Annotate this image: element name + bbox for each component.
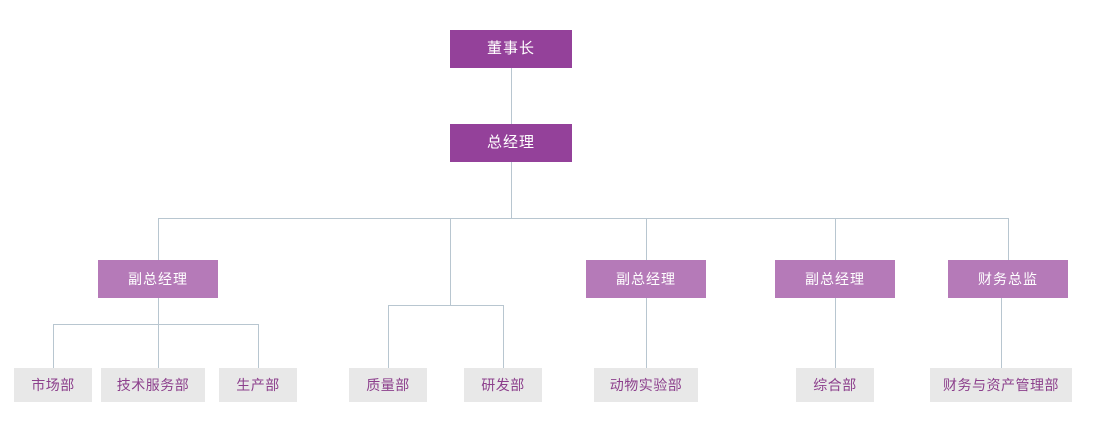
node-cfo[interactable]: 财务总监 (948, 260, 1068, 298)
connector-vp3-to-general-affairs (835, 298, 836, 368)
connector-vp2-to-animal-lab (646, 298, 647, 368)
node-dept-finance-asset[interactable]: 财务与资产管理部 (930, 368, 1072, 402)
node-vp-3[interactable]: 副总经理 (775, 260, 895, 298)
connector-vp1-to-production (258, 324, 259, 368)
connector-bus-to-middle-branch (450, 218, 451, 305)
node-dept-animal-lab[interactable]: 动物实验部 (594, 368, 698, 402)
node-vp-1[interactable]: 副总经理 (98, 260, 218, 298)
connector-chairman-to-gm (511, 68, 512, 124)
connector-bus-to-vp1 (158, 218, 159, 260)
connector-bus-to-cfo (1008, 218, 1009, 260)
connector-bus-to-vp2 (646, 218, 647, 260)
connector-vp1-to-market (53, 324, 54, 368)
node-dept-market[interactable]: 市场部 (14, 368, 92, 402)
node-vp-2[interactable]: 副总经理 (586, 260, 706, 298)
connector-level3-bus (158, 218, 1009, 219)
connector-cfo-to-finance-asset (1001, 298, 1002, 368)
connector-gm-stem (511, 162, 512, 218)
node-dept-rd[interactable]: 研发部 (464, 368, 542, 402)
connector-vp1-bus (53, 324, 259, 325)
node-general-manager[interactable]: 总经理 (450, 124, 572, 162)
connector-middle-to-rd (503, 305, 504, 368)
connector-vp1-stem (158, 298, 159, 324)
connector-middle-to-quality (388, 305, 389, 368)
node-dept-tech-service[interactable]: 技术服务部 (101, 368, 205, 402)
node-dept-production[interactable]: 生产部 (219, 368, 297, 402)
connector-middle-bus (388, 305, 504, 306)
node-chairman[interactable]: 董事长 (450, 30, 572, 68)
node-dept-quality[interactable]: 质量部 (349, 368, 427, 402)
connector-bus-to-vp3 (835, 218, 836, 260)
connector-vp1-to-tech-service (158, 324, 159, 368)
node-dept-general-affairs[interactable]: 综合部 (796, 368, 874, 402)
